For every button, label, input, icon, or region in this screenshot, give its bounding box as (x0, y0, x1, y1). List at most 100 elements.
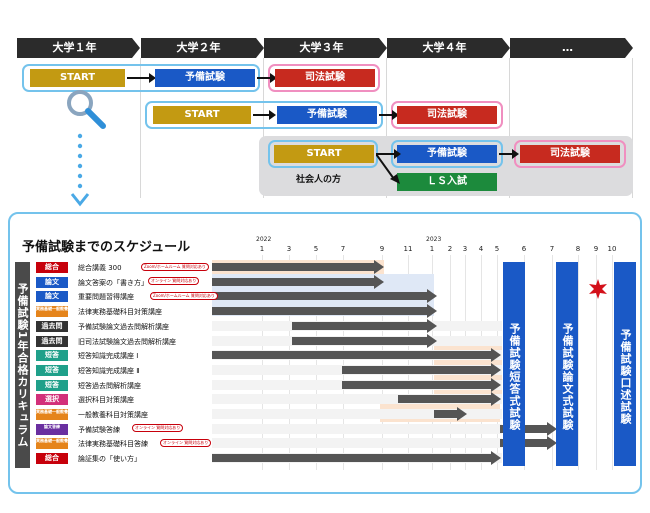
divider (632, 58, 633, 198)
course-name: 短答過去問解析講座 (78, 381, 141, 390)
course-name: 一般教養科目対策講座 (78, 411, 148, 419)
start-box: START (30, 69, 125, 87)
month-tick: 8 (575, 245, 581, 253)
month-tick: 2 (447, 245, 453, 253)
start-box: START (274, 145, 374, 163)
bar-exam-box: 司法試験 (397, 106, 497, 124)
course-name: 旧司法試験論文過去問解析講座 (78, 337, 176, 346)
course-name: 論文答案の「書き方」 (78, 278, 148, 287)
course-category-tag: 短答 (36, 379, 68, 391)
grid-line (262, 255, 263, 470)
course-category-tag: 論文 (36, 291, 68, 303)
grid-line (432, 255, 433, 470)
month-tick: 4 (478, 245, 484, 253)
bonus-badge-icon (588, 279, 608, 299)
year-3-header: 大学３年 (264, 38, 387, 58)
course-category-tag: 総合 (36, 262, 68, 273)
oral-exam-column: 予備試験口述試験 (614, 262, 636, 466)
bar-exam-box: 司法試験 (520, 145, 620, 163)
row-track (212, 438, 502, 449)
course-period-bar (342, 362, 501, 377)
magnifier-icon (64, 88, 110, 132)
month-tick: 6 (521, 245, 527, 253)
course-name: 予備試験論文過去問解析講座 (78, 322, 169, 331)
course-category-tag: 短答 (36, 350, 68, 362)
arrow (379, 110, 399, 120)
course-category-tag: 論文 (36, 276, 68, 288)
prelim-exam-box: 予備試験 (397, 145, 497, 163)
grid-line (343, 255, 344, 470)
divider (140, 58, 141, 198)
divider (509, 58, 510, 198)
course-category-tag: 過去問 (36, 335, 68, 347)
course-period-bar (342, 377, 501, 392)
grid-line (289, 255, 290, 470)
course-name: 予備試験答練 (78, 425, 120, 434)
course-name: 論証集の「使い方」 (78, 455, 141, 464)
month-tick: 5 (313, 245, 319, 253)
month-tick: 5 (494, 245, 500, 253)
course-name: 総合講義 300 (78, 264, 122, 272)
course-category-tag: 実務基礎一般教養 (36, 409, 68, 420)
course-name: 短答知識完成講座 Ⅱ (78, 366, 140, 375)
course-period-bar (434, 407, 467, 421)
grid-line (382, 255, 383, 470)
arrow (499, 149, 519, 159)
course-name: 短答知識完成講座 Ⅰ (78, 352, 139, 361)
support-badge: オンライン 質問対応あり (148, 277, 200, 285)
prelim-exam-box: 予備試験 (155, 69, 255, 87)
month-tick: 1 (429, 245, 435, 253)
course-category-tag: 実務基礎一般教養 (36, 438, 68, 450)
course-name: 選択科目対策講座 (78, 396, 134, 405)
course-period-bar (212, 260, 384, 274)
arrow (257, 73, 277, 83)
month-tick: 3 (462, 245, 468, 253)
arrow (253, 110, 276, 120)
course-category-tag: 総合 (36, 453, 68, 465)
course-period-bar (212, 348, 501, 363)
course-name: 法律実務基礎科目答練 (78, 440, 148, 449)
row-track (212, 423, 502, 434)
month-tick: 3 (286, 245, 292, 253)
course-period-bar (398, 392, 501, 407)
year-label-2023: 2023 (426, 236, 442, 243)
course-period-bar (292, 318, 437, 333)
course-name: 重要問題習得講座 (78, 293, 134, 302)
course-period-bar (212, 304, 437, 319)
curriculum-vertical-title: 予備試験1年合格カリキュラム (15, 262, 30, 468)
start-box: START (153, 106, 251, 124)
course-period-bar (212, 289, 437, 304)
grid-line (596, 255, 597, 470)
course-category-tag: 過去問 (36, 320, 68, 332)
support-badge: Zoom/ホームルーム 質問対応あり (141, 263, 209, 271)
support-badge: Zoom/ホームルーム 質問対応あり (150, 292, 218, 300)
month-tick: 7 (549, 245, 555, 253)
branch-arrows (375, 146, 402, 186)
month-tick: 1 (259, 245, 265, 253)
arrow (127, 73, 156, 83)
essay-exam-column: 予備試験論文式試験 (556, 262, 578, 466)
schedule-title: 予備試験までのスケジュール (22, 240, 191, 255)
support-badge: オンライン 質問対応あり (132, 424, 184, 432)
grid-line (552, 255, 553, 470)
grid-line (612, 255, 613, 470)
course-category-tag: 選択 (36, 394, 68, 406)
month-tick: 9 (379, 245, 385, 253)
dotted-down-arrow (70, 132, 90, 212)
row-track (212, 409, 502, 419)
course-period-bar (212, 274, 384, 289)
year-4-header: 大学４年 (387, 38, 510, 58)
working-adults-label: 社会人の方 (296, 175, 342, 185)
month-tick: 11 (403, 245, 413, 253)
month-tick: 7 (340, 245, 346, 253)
year-more-header: … (510, 38, 633, 58)
grid-line (316, 255, 317, 470)
course-category-tag: 論文答練 (36, 423, 68, 435)
bar-exam-box: 司法試験 (275, 69, 375, 87)
month-tick: 10 (607, 245, 617, 253)
support-badge: オンライン 質問対応あり (160, 439, 212, 447)
row-track (212, 394, 502, 405)
grid-line (578, 255, 579, 470)
year-label-2022: 2022 (256, 236, 272, 243)
course-category-tag: 実務基礎一般教養 (36, 306, 68, 318)
